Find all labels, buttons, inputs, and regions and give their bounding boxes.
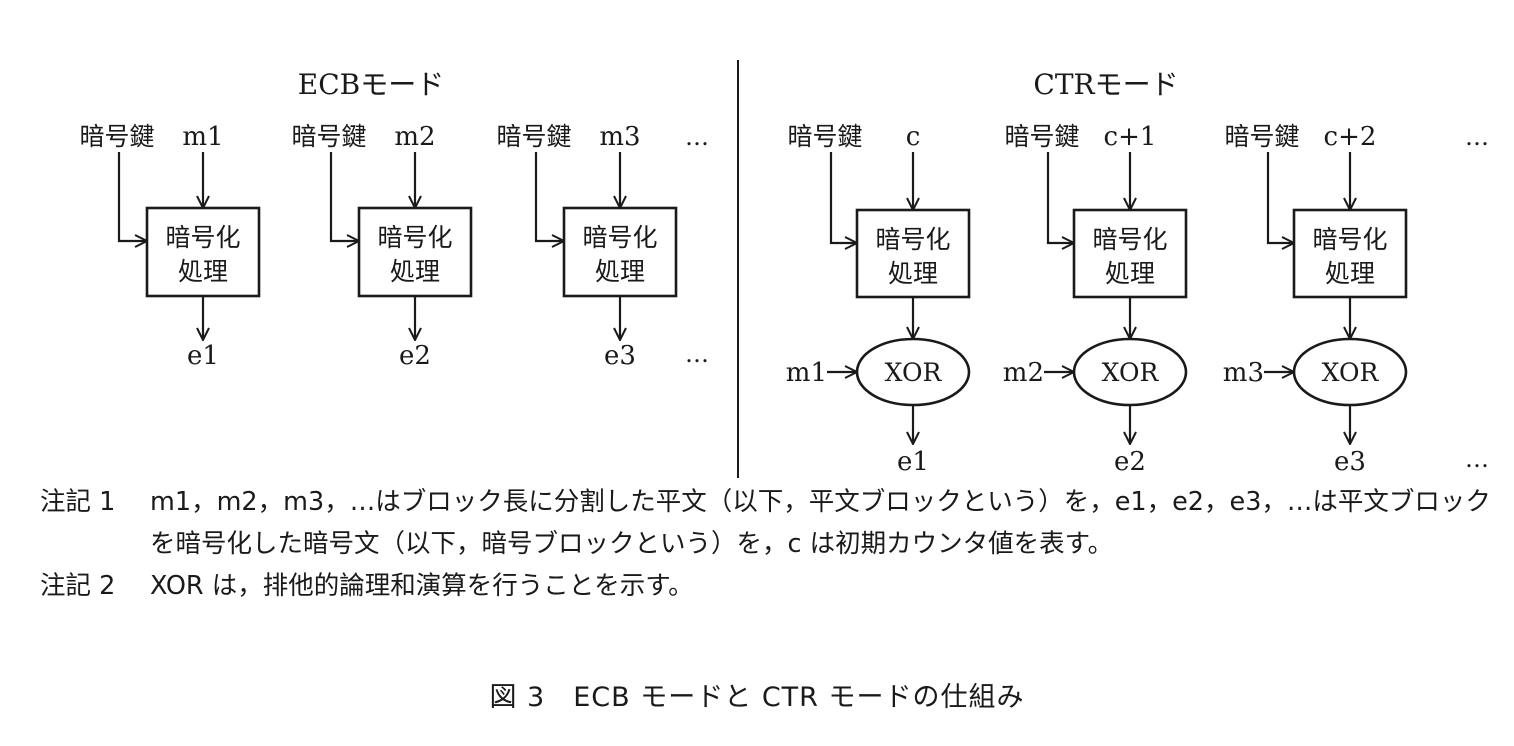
ctr-output-ellipsis: …	[1465, 445, 1489, 473]
note-2: 注記 2 XOR は，排他的論理和演算を行うことを示す。	[40, 565, 1510, 607]
process-label-line1: 暗号化	[1312, 225, 1387, 254]
counter-label: c+1	[1104, 122, 1157, 152]
encryption-process-box	[145, 206, 261, 298]
key-label: 暗号鍵	[1004, 122, 1079, 151]
key-arrow	[329, 152, 359, 241]
ctr-input-ellipsis: …	[1465, 123, 1489, 151]
process-label-line2: 処理	[390, 257, 440, 286]
key-label: 暗号鍵	[496, 122, 571, 151]
xor-label: XOR	[1322, 358, 1380, 387]
process-label-line1: 暗号化	[875, 225, 950, 254]
plaintext-label: m2	[394, 122, 435, 152]
key-label: 暗号鍵	[787, 122, 862, 151]
ctr-title: CTRモード	[1033, 68, 1178, 101]
process-label-line2: 処理	[178, 257, 228, 286]
ciphertext-label: e2	[399, 341, 431, 371]
ciphertext-label: e1	[187, 341, 219, 371]
process-label-line1: 暗号化	[165, 223, 240, 252]
ecb-title: ECBモード	[298, 68, 444, 101]
ecb-output-ellipsis: …	[685, 340, 709, 368]
encryption-process-box	[1292, 208, 1408, 299]
note-1: 注記 1 m1，m2，m3，…はブロック長に分割した平文（以下，平文ブロックとい…	[40, 481, 1510, 565]
process-label-line1: 暗号化	[1092, 225, 1167, 254]
key-label: 暗号鍵	[1224, 122, 1299, 151]
process-label-line2: 処理	[888, 259, 938, 288]
process-label-line2: 処理	[1325, 259, 1375, 288]
note-1-label: 注記 1	[40, 487, 116, 517]
ecb-input-ellipsis: …	[685, 123, 709, 151]
plaintext-label: m2	[1003, 358, 1044, 388]
key-arrow	[1046, 152, 1074, 243]
figure-caption: 図 3 ECB モードと CTR モードの仕組み	[489, 682, 1025, 713]
notes-section: 注記 1 m1，m2，m3，…はブロック長に分割した平文（以下，平文ブロックとい…	[40, 481, 1510, 607]
plaintext-label: m1	[786, 358, 827, 388]
process-label-line2: 処理	[595, 257, 645, 286]
plaintext-label: m3	[599, 122, 640, 152]
process-label-line1: 暗号化	[377, 223, 452, 252]
key-label: 暗号鍵	[79, 122, 154, 151]
plaintext-label: m3	[1223, 358, 1264, 388]
key-arrow	[117, 152, 147, 241]
counter-label: c+2	[1324, 122, 1377, 152]
process-label-line2: 処理	[1105, 259, 1155, 288]
key-arrow	[829, 152, 857, 243]
ciphertext-label: e3	[1334, 447, 1366, 477]
counter-label: c	[906, 122, 921, 152]
ciphertext-label: e3	[604, 341, 636, 371]
note-2-label: 注記 2	[40, 571, 116, 601]
plaintext-label: m1	[182, 122, 223, 152]
key-label: 暗号鍵	[291, 122, 366, 151]
xor-label: XOR	[885, 358, 943, 387]
key-arrow	[534, 152, 564, 241]
note-1-text: m1，m2，m3，…はブロック長に分割した平文（以下，平文ブロックという）を，e…	[150, 487, 1491, 559]
process-label-line1: 暗号化	[582, 223, 657, 252]
ciphertext-label: e1	[897, 447, 929, 477]
xor-label: XOR	[1102, 358, 1160, 387]
encryption-process-box	[562, 206, 678, 298]
ciphertext-label: e2	[1114, 447, 1146, 477]
encryption-process-box	[855, 208, 971, 299]
note-2-text: XOR は，排他的論理和演算を行うことを示す。	[150, 571, 694, 601]
key-arrow	[1266, 152, 1294, 243]
